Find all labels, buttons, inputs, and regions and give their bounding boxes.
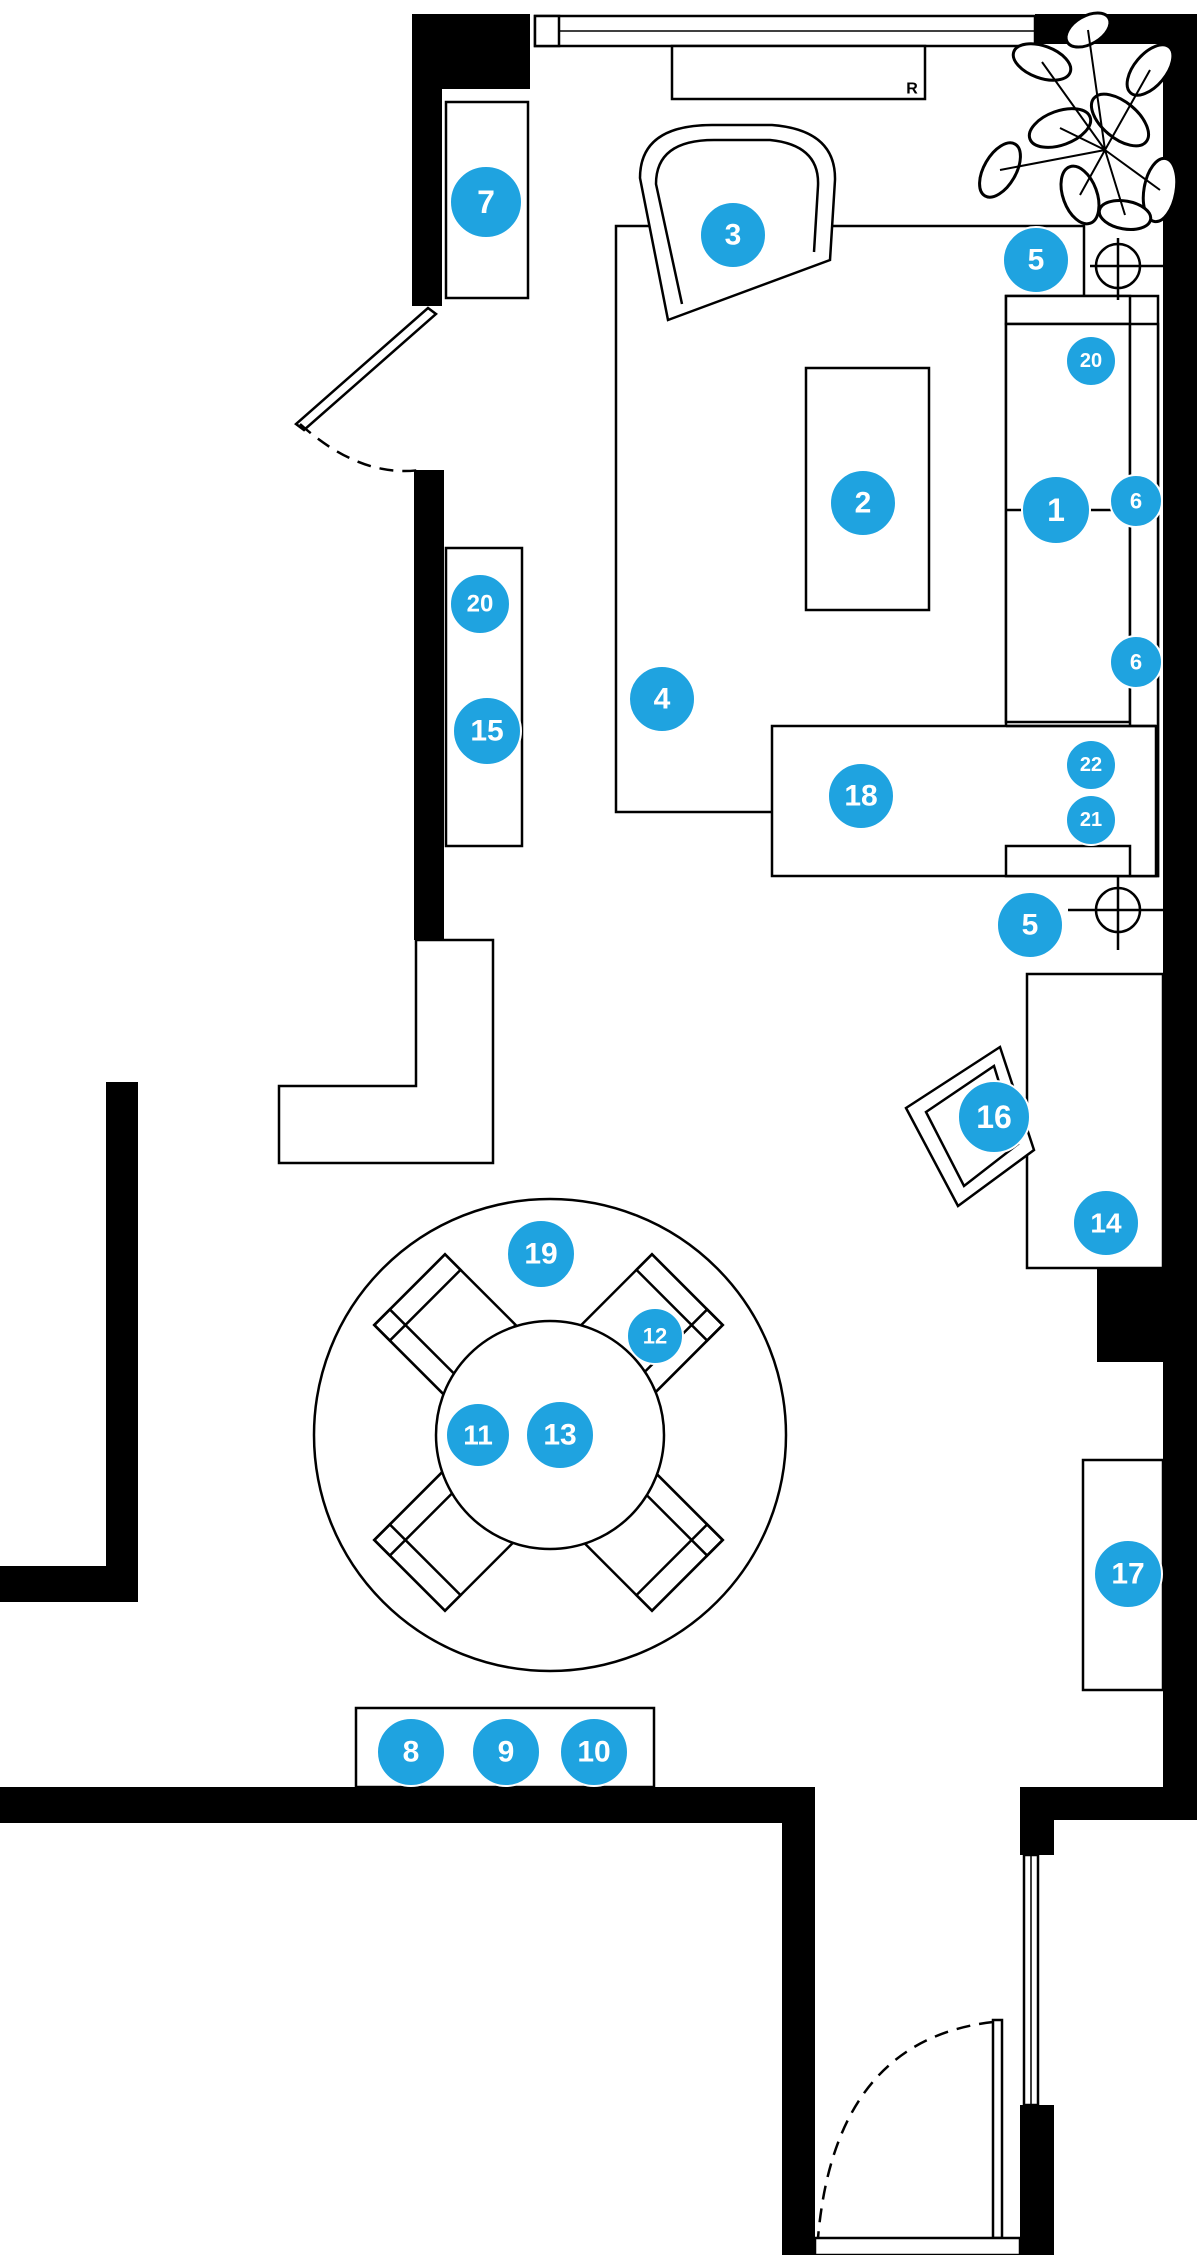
marker-16: 16 bbox=[957, 1080, 1031, 1154]
lamp-symbol-bottom bbox=[1068, 876, 1176, 950]
walls bbox=[0, 14, 1197, 2255]
marker-22: 22 bbox=[1065, 739, 1117, 791]
svg-text:3: 3 bbox=[725, 219, 742, 252]
marker-8: 8 bbox=[376, 1717, 446, 1787]
svg-text:6: 6 bbox=[1130, 489, 1142, 514]
marker-2: 2 bbox=[829, 469, 897, 537]
marker-6-bottom: 6 bbox=[1109, 635, 1163, 689]
svg-text:2: 2 bbox=[855, 487, 872, 520]
svg-text:13: 13 bbox=[543, 1419, 576, 1452]
svg-text:5: 5 bbox=[1022, 909, 1039, 942]
armchair-3-inner bbox=[654, 138, 820, 305]
svg-text:8: 8 bbox=[403, 1736, 420, 1769]
wall-left-middle bbox=[414, 470, 444, 940]
svg-text:17: 17 bbox=[1111, 1558, 1144, 1591]
sofa-18-back bbox=[1004, 844, 1132, 878]
door-left-swing bbox=[299, 423, 421, 473]
wall-upper-left bbox=[412, 14, 442, 306]
wall-right-upper bbox=[1163, 14, 1197, 1794]
door-left-leaf bbox=[294, 306, 438, 432]
svg-text:12: 12 bbox=[643, 1324, 667, 1349]
svg-text:15: 15 bbox=[470, 715, 503, 748]
svg-text:16: 16 bbox=[976, 1099, 1012, 1135]
wall-far-left-vertical bbox=[106, 1082, 138, 1602]
svg-text:1: 1 bbox=[1047, 492, 1065, 528]
marker-20-console: 20 bbox=[449, 573, 511, 635]
marker-11: 11 bbox=[445, 1402, 511, 1468]
wall-top-right-corner bbox=[1035, 14, 1197, 44]
marker-12: 12 bbox=[626, 1307, 684, 1365]
marker-19: 19 bbox=[506, 1219, 576, 1289]
plant-stems bbox=[999, 29, 1161, 216]
wall-right-niche bbox=[1097, 1262, 1167, 1362]
kitchen-counter bbox=[277, 938, 495, 1165]
plant bbox=[978, 11, 1179, 232]
svg-text:6: 6 bbox=[1130, 650, 1142, 675]
marker-1: 1 bbox=[1021, 475, 1091, 545]
door-entrance-leaf bbox=[991, 2018, 1004, 2240]
marker-17: 17 bbox=[1093, 1539, 1163, 1609]
sofa-1-back bbox=[1004, 294, 1132, 326]
radiator-label: R bbox=[906, 81, 918, 98]
svg-text:14: 14 bbox=[1090, 1208, 1122, 1239]
wall-far-left-horizontal bbox=[0, 1566, 138, 1602]
svg-text:11: 11 bbox=[463, 1420, 493, 1451]
svg-text:10: 10 bbox=[577, 1736, 610, 1769]
marker-5-bottom: 5 bbox=[996, 891, 1064, 959]
door-entrance-swing bbox=[816, 2020, 994, 2239]
marker-5-top: 5 bbox=[1002, 226, 1070, 294]
marker-7: 7 bbox=[449, 165, 523, 239]
wall-corridor-right-stub bbox=[1020, 1787, 1054, 1855]
doors bbox=[294, 306, 1040, 2255]
marker-13: 13 bbox=[525, 1400, 595, 1470]
plant-leaf bbox=[1027, 107, 1093, 149]
marker-6-top: 6 bbox=[1109, 474, 1163, 528]
svg-text:9: 9 bbox=[498, 1736, 515, 1769]
svg-text:5: 5 bbox=[1028, 244, 1045, 277]
plant-leaf bbox=[1090, 92, 1150, 148]
marker-20-sofa: 20 bbox=[1065, 335, 1117, 387]
marker-10: 10 bbox=[559, 1717, 629, 1787]
marker-15: 15 bbox=[452, 696, 522, 766]
door-entrance-threshold bbox=[813, 2236, 1022, 2255]
marker-18: 18 bbox=[827, 762, 895, 830]
marker-9: 9 bbox=[471, 1717, 541, 1787]
wall-corridor-right-bottom bbox=[1020, 2105, 1054, 2255]
lamp-symbol-top bbox=[1090, 238, 1176, 300]
radiator bbox=[670, 44, 927, 101]
marker-3: 3 bbox=[699, 201, 767, 269]
wall-bottom bbox=[0, 1787, 815, 1823]
svg-text:20: 20 bbox=[467, 591, 494, 618]
svg-text:21: 21 bbox=[1080, 809, 1102, 831]
svg-text:4: 4 bbox=[654, 683, 671, 716]
svg-text:22: 22 bbox=[1080, 754, 1102, 776]
wall-corridor-left bbox=[782, 1787, 815, 2255]
window-top-jamb bbox=[533, 14, 561, 48]
svg-text:7: 7 bbox=[477, 184, 495, 220]
svg-text:19: 19 bbox=[524, 1238, 557, 1271]
marker-21: 21 bbox=[1065, 794, 1117, 846]
svg-text:18: 18 bbox=[844, 780, 877, 813]
svg-text:20: 20 bbox=[1080, 350, 1102, 372]
marker-14: 14 bbox=[1072, 1189, 1140, 1257]
markers: 1 2 3 4 5 5 6 6 7 8 9 10 11 12 13 14 15 … bbox=[376, 165, 1163, 1787]
marker-4: 4 bbox=[628, 665, 696, 733]
